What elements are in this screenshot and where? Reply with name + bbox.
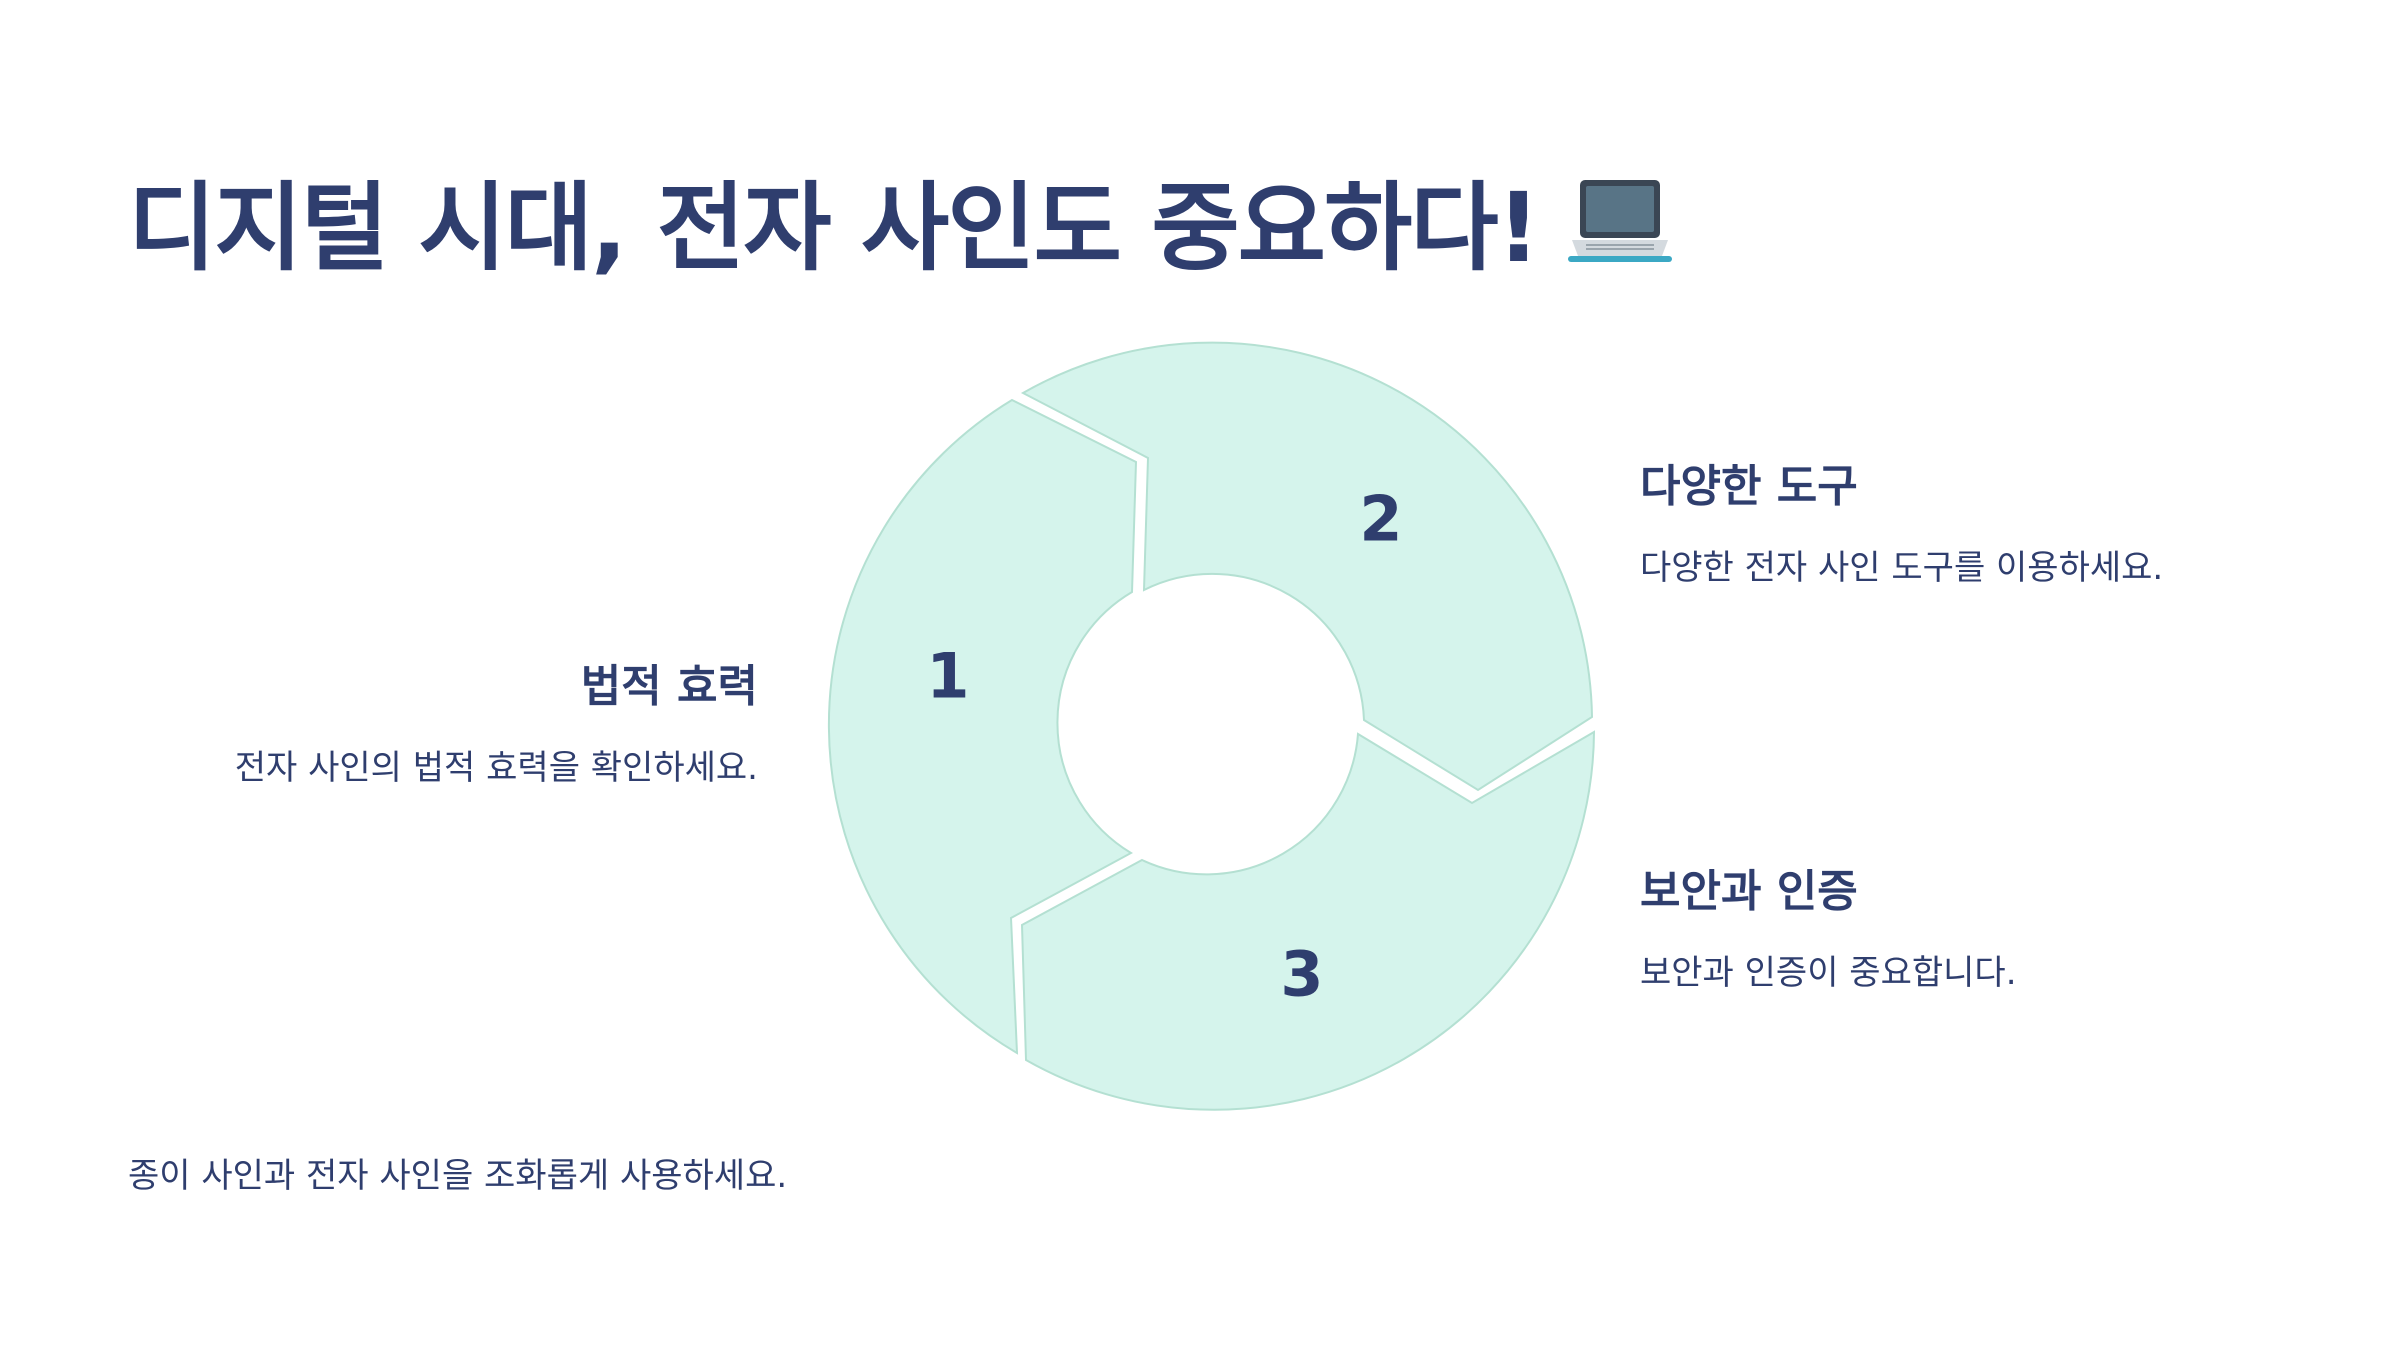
various-tools-block: 다양한 도구 다양한 전자 사인 도구를 이용하세요. [1640,450,2163,589]
page-title: 디지털 시대, 전자 사인도 중요하다! [128,150,1674,289]
cycle-segment-3 [1020,730,1596,1111]
various-tools-title: 다양한 도구 [1640,461,1858,512]
security-auth-description: 보안과 인증이 중요합니다. [1640,953,2017,993]
segment-number-3: 3 [1280,938,1323,1011]
page-title-text: 디지털 시대, 전자 사인도 중요하다! [128,172,1540,284]
cycle-segment-2 [1020,341,1594,792]
segment-number-1: 1 [926,640,969,713]
segment-number-2: 2 [1359,483,1402,556]
security-auth-title: 보안과 인증 [1640,866,1858,917]
various-tools-description: 다양한 전자 사인 도구를 이용하세요. [1640,548,2164,588]
legal-effect-title: 법적 효력 [580,661,758,712]
legal-effect-description: 전자 사인의 법적 효력을 확인하세요. [234,748,758,788]
footer-note: 종이 사인과 전자 사인을 조화롭게 사용하세요. [128,1156,788,1196]
legal-effect-block: 법적 효력 전자 사인의 법적 효력을 확인하세요. [235,650,758,789]
laptop-icon [1568,179,1673,262]
security-auth-block: 보안과 인증 보안과 인증이 중요합니다. [1640,855,2017,994]
cycle-segment-1 [827,398,1138,1055]
